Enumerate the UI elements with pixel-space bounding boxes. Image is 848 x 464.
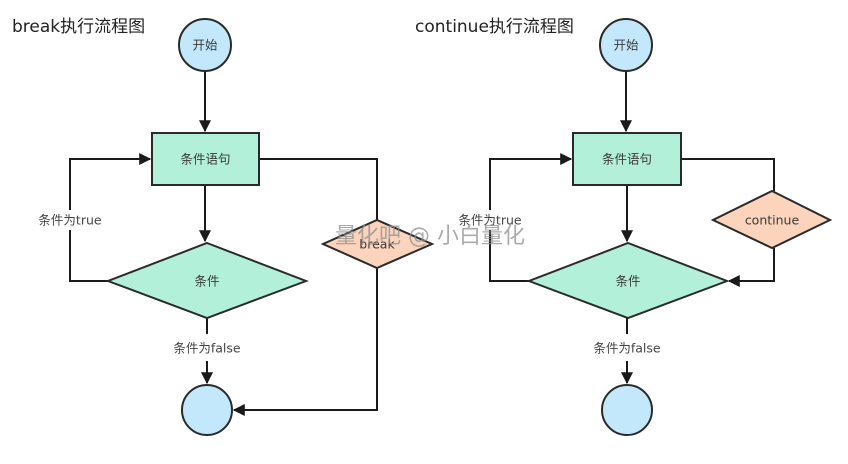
break-node: break — [320, 218, 435, 270]
break-flowchart: break执行流程图 开始 条件语句 条件 break 条 — [12, 17, 435, 436]
process-node-label: 条件语句 — [602, 152, 652, 167]
decision-node: 条件 — [526, 241, 730, 320]
edge-continue-to-decision — [727, 248, 775, 287]
continue-flowchart: continue执行流程图 开始 条件语句 条件 continue — [415, 17, 833, 436]
edge-true-loop-upper — [489, 153, 573, 210]
continue-node: continue — [710, 189, 833, 250]
true-edge-label: 条件为true — [38, 213, 101, 228]
false-edge-label: 条件为false — [593, 341, 661, 356]
continue-diagram-title: continue执行流程图 — [415, 17, 574, 37]
start-node: 开始 — [178, 18, 232, 72]
edge-true-loop-upper — [69, 153, 152, 210]
edge-process-to-break — [259, 158, 378, 220]
decision-node-label: 条件 — [615, 274, 640, 289]
edge-true-loop-lower — [489, 230, 529, 282]
break-diagram-title: break执行流程图 — [12, 17, 145, 37]
decision-node-label: 条件 — [194, 274, 219, 289]
false-edge-label: 条件为false — [173, 341, 241, 356]
edge-true-loop-lower — [69, 230, 108, 282]
end-node — [181, 384, 233, 436]
watermark: 量化吧 @ 小白量化 — [335, 224, 525, 249]
process-node-label: 条件语句 — [180, 152, 230, 167]
start-node: 开始 — [599, 18, 653, 72]
start-node-label: 开始 — [192, 38, 218, 53]
continue-node-label: continue — [745, 213, 800, 228]
start-node-label: 开始 — [613, 38, 639, 53]
end-node — [601, 384, 653, 436]
true-edge-label: 条件为true — [458, 213, 521, 228]
break-node-label: break — [359, 237, 395, 252]
edge-break-to-end — [232, 268, 378, 416]
decision-node: 条件 — [105, 241, 309, 320]
process-node: 条件语句 — [151, 132, 260, 186]
edge-process-to-continue — [681, 158, 775, 191]
process-node: 条件语句 — [572, 132, 682, 186]
